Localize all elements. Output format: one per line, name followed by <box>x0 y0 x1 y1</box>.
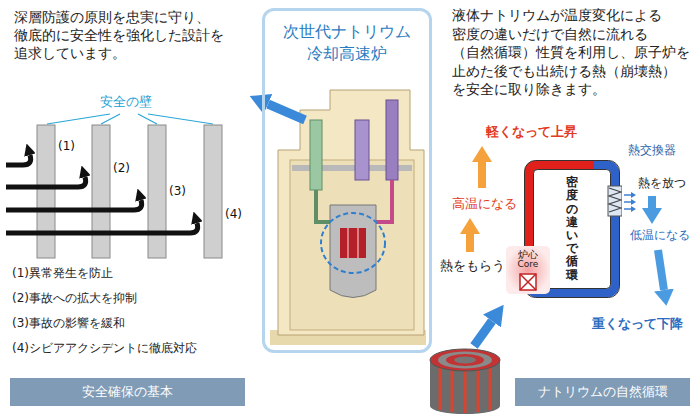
wall-label: 安全の壁 <box>100 94 152 110</box>
pointer-arrow <box>268 104 305 120</box>
wall <box>204 125 222 258</box>
intro-text: 深層防護の原則を忠実に守り、 徹底的に安全性を強化した設計を 追求しています。 <box>14 8 232 62</box>
list-item: (2)事故への拡大を抑制 <box>12 291 137 305</box>
list-item: (3)事故の影響を緩和 <box>12 316 125 330</box>
callout-number: (1) <box>58 139 75 153</box>
wall <box>92 125 110 258</box>
reactor-illustration <box>270 90 426 345</box>
wall <box>148 125 166 258</box>
heat-exchanger-coil <box>609 188 621 212</box>
component-label: 熱交換器 <box>628 143 676 157</box>
core-label: 炉心 <box>518 249 538 260</box>
heat-exchanger-unit <box>386 100 398 180</box>
rising-arrow <box>466 234 474 252</box>
building <box>278 90 424 335</box>
band-title: ナトリウムの自然循環 <box>538 383 668 401</box>
core-highlight <box>321 213 385 273</box>
flow-label: 熱をもらう <box>440 258 505 274</box>
band-title: 安全確保の基本 <box>82 383 173 401</box>
reactor-vessel <box>330 205 376 298</box>
core-glow-shape <box>506 246 550 294</box>
leader-line <box>148 114 213 124</box>
cylinder-ring <box>438 352 492 369</box>
rising-arrow <box>478 162 486 188</box>
pointer-arrow <box>474 321 492 346</box>
leader-line <box>47 114 110 124</box>
flow-label: 低温になる <box>630 228 690 242</box>
callout-number: (4) <box>225 207 242 221</box>
intro-text: 液体ナトリウムが温度変化による 密度の違いだけで自然に流れる （自然循環）性質を… <box>452 6 698 99</box>
event-arrow <box>6 155 31 165</box>
core-label: Core <box>518 260 539 270</box>
pipe <box>316 190 330 222</box>
falling-arrow <box>658 250 664 290</box>
cylinder-top <box>430 349 500 371</box>
event-arrow <box>6 200 142 210</box>
core-stripe <box>347 228 349 258</box>
heat-release-arrows <box>624 195 631 209</box>
core-symbol <box>520 274 536 290</box>
list-item: (4)シビアアクシデントに徹底対応 <box>12 341 197 355</box>
event-arrow <box>6 223 198 233</box>
list-item: (1)異常発生を防止 <box>12 266 113 280</box>
cylinder-ring <box>446 354 484 366</box>
safety-walls <box>37 125 222 258</box>
core-box: 炉心Core <box>506 246 550 294</box>
cylinder-ring <box>454 357 476 364</box>
callout-number: (3) <box>169 184 186 198</box>
caption-band: ナトリウムの自然循環 <box>515 378 690 406</box>
flow-label: 高温になる <box>452 196 517 212</box>
flow-label: 軽くなって上昇 <box>486 124 577 140</box>
flow-label: 重くなって下降 <box>592 316 683 332</box>
vertical-text: 密度の違いで循環 <box>566 176 578 282</box>
fuel-stripe <box>489 364 492 410</box>
pump <box>355 120 369 180</box>
flow-label: 熱を放つ <box>638 176 686 190</box>
heat-arrow <box>624 194 631 196</box>
core-cylinder <box>430 349 500 414</box>
heat-arrow <box>624 201 631 203</box>
fuel-stripe <box>477 366 480 412</box>
falling-arrow <box>648 196 656 208</box>
reactor-panel: 次世代ナトリウム 冷却高速炉 <box>262 8 432 353</box>
caption-band: 安全確保の基本 <box>10 378 245 406</box>
fuel-stripe <box>464 366 467 413</box>
core-symbol-cross <box>520 274 536 290</box>
fuel-stripe <box>439 364 442 410</box>
reactor-hall <box>290 160 414 330</box>
core-stripe <box>357 228 359 258</box>
event-arrows <box>6 155 198 233</box>
fuel-stripe <box>451 366 454 412</box>
reactor-core <box>340 228 366 258</box>
callout-number: (2) <box>113 161 130 175</box>
panel-title: 次世代ナトリウム 冷却高速炉 <box>267 21 427 64</box>
component <box>310 120 322 190</box>
wall-leader-lines <box>47 114 213 124</box>
heat-exchanger-symbol <box>608 186 622 216</box>
leader-line <box>101 114 120 124</box>
heat-arrow <box>624 208 631 210</box>
pipe <box>376 180 392 222</box>
wall <box>37 125 55 258</box>
event-arrow <box>6 177 86 187</box>
